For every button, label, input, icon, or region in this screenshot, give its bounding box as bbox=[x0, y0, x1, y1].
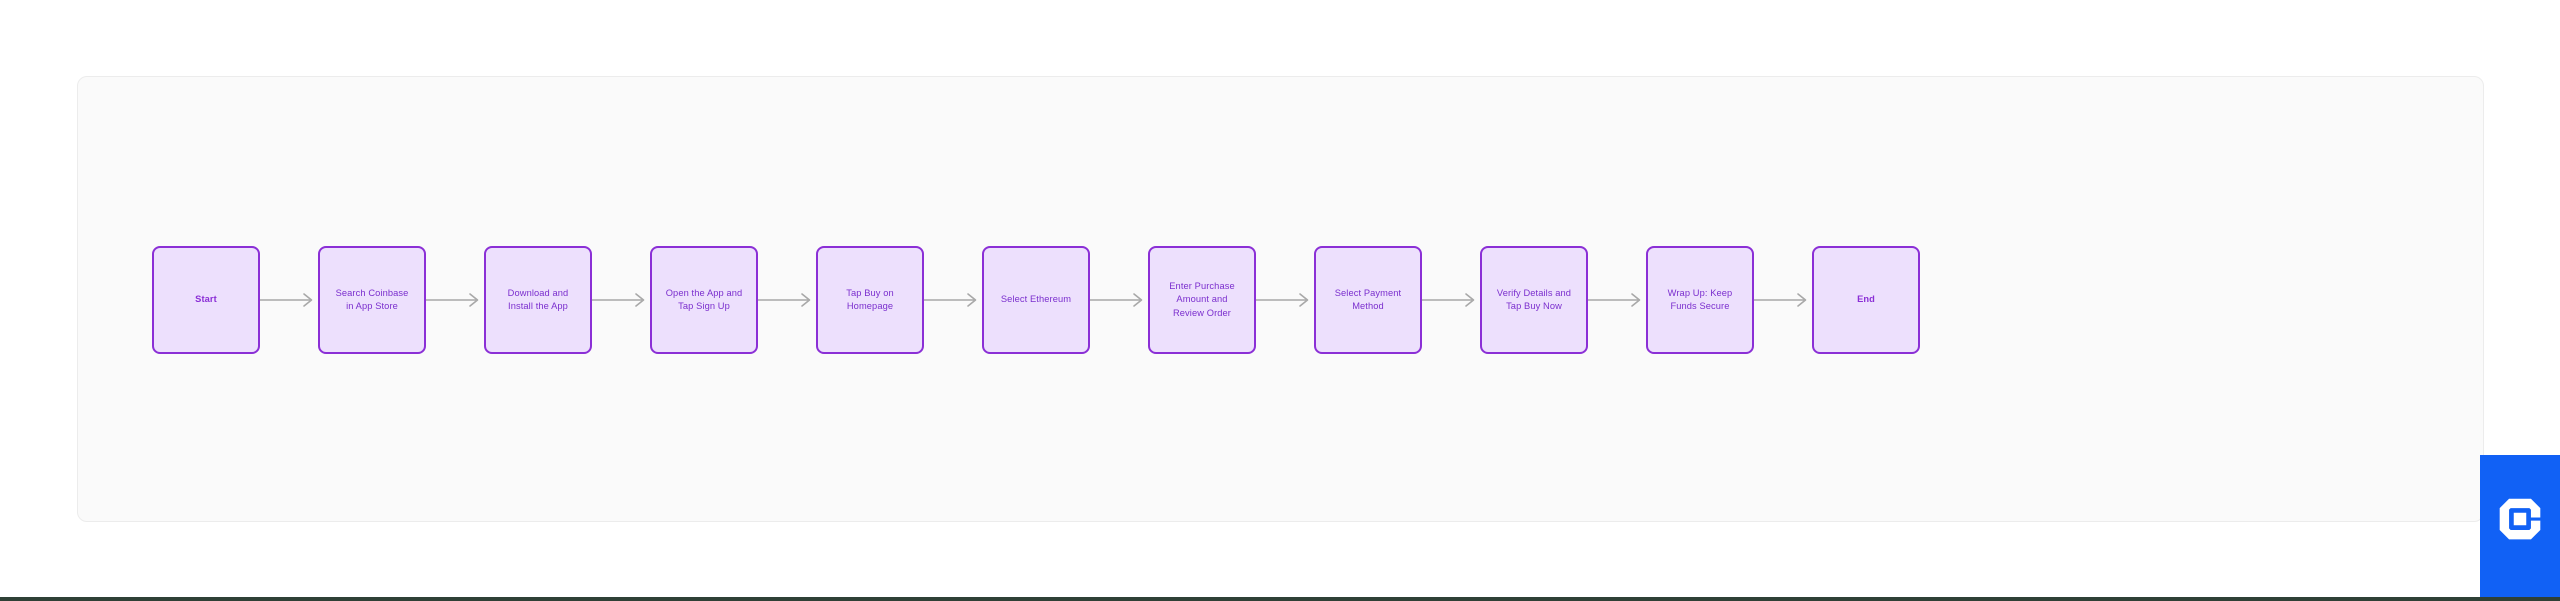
flow-node-label: Verify Details and Tap Buy Now bbox=[1496, 287, 1572, 311]
flow-edge-select-eth-to-enter-amount bbox=[1090, 292, 1148, 308]
flow-node-signup[interactable]: Open the App and Tap Sign Up bbox=[650, 246, 758, 354]
flow-edge-payment-to-verify bbox=[1422, 292, 1480, 308]
flow-node-label: Start bbox=[195, 294, 217, 305]
diagram-canvas-card: Start Search Coinbase in App Store Downloa… bbox=[77, 76, 2484, 522]
flow-node-wrap-up[interactable]: Wrap Up: Keep Funds Secure bbox=[1646, 246, 1754, 354]
flow-edge-wrap-up-to-end bbox=[1754, 292, 1812, 308]
flow-edge-search-to-download bbox=[426, 292, 484, 308]
flow-node-enter-amount[interactable]: Enter Purchase Amount and Review Order bbox=[1148, 246, 1256, 354]
viewport-bottom-rule bbox=[0, 597, 2560, 601]
flow-node-label: Select Ethereum bbox=[1000, 294, 1072, 305]
flow-edge-start-to-search bbox=[260, 292, 318, 308]
flowchart-row: Start Search Coinbase in App Store Downloa… bbox=[78, 77, 2485, 523]
flow-node-label: End bbox=[1857, 294, 1875, 305]
flow-node-label: Wrap Up: Keep Funds Secure bbox=[1667, 287, 1733, 311]
flow-edge-tap-buy-to-select-eth bbox=[924, 292, 982, 308]
flow-node-label: Tap Buy on Homepage bbox=[846, 287, 894, 311]
flow-node-download[interactable]: Download and Install the App bbox=[484, 246, 592, 354]
flow-node-label: Download and Install the App bbox=[507, 287, 569, 311]
flow-edge-signup-to-tap-buy bbox=[758, 292, 816, 308]
flow-node-label: Open the App and Tap Sign Up bbox=[665, 287, 743, 311]
flow-node-label: Search Coinbase in App Store bbox=[335, 287, 409, 311]
flow-node-payment[interactable]: Select Payment Method bbox=[1314, 246, 1422, 354]
brand-logo-badge[interactable] bbox=[2480, 455, 2560, 601]
bracket-square-logo-icon bbox=[2499, 498, 2541, 540]
flow-node-label: Enter Purchase Amount and Review Order bbox=[1169, 280, 1235, 318]
flow-node-start[interactable]: Start bbox=[152, 246, 260, 354]
flow-node-label: Select Payment Method bbox=[1334, 287, 1402, 311]
flow-edge-download-to-signup bbox=[592, 292, 650, 308]
flow-node-verify[interactable]: Verify Details and Tap Buy Now bbox=[1480, 246, 1588, 354]
flow-node-end[interactable]: End bbox=[1812, 246, 1920, 354]
flow-node-select-eth[interactable]: Select Ethereum bbox=[982, 246, 1090, 354]
flow-edge-verify-to-wrap-up bbox=[1588, 292, 1646, 308]
flow-edge-enter-amount-to-payment bbox=[1256, 292, 1314, 308]
flow-node-search[interactable]: Search Coinbase in App Store bbox=[318, 246, 426, 354]
flow-node-tap-buy[interactable]: Tap Buy on Homepage bbox=[816, 246, 924, 354]
